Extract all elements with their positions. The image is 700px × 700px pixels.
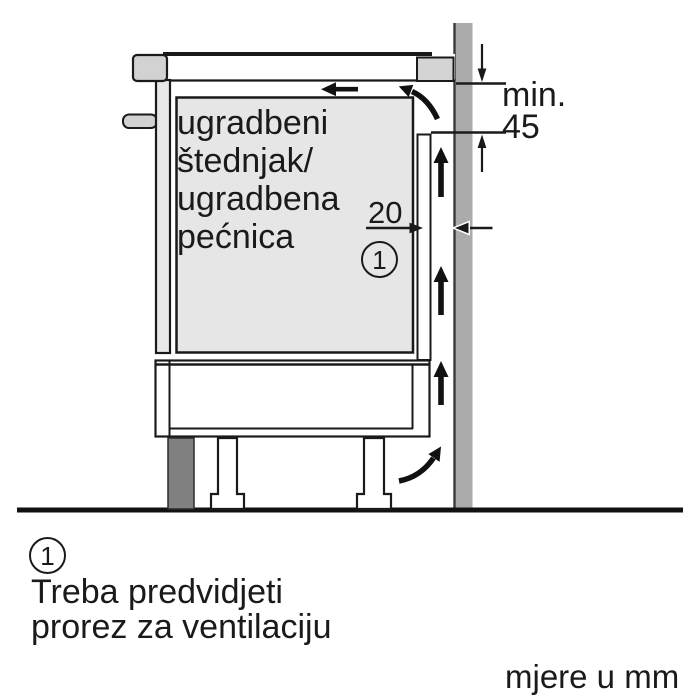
airflow-up-arrow-bottom — [433, 361, 449, 405]
callout-1-marker: 1 — [361, 241, 398, 278]
footnote-text: Treba predvidjeti prorez za ventilaciju — [31, 573, 332, 646]
oven-box — [175, 96, 415, 354]
base-unit — [154, 359, 431, 438]
dim-20-left-arrow-head — [450, 220, 470, 236]
cabinet-left-wall — [154, 78, 172, 355]
dim-min-prefix: min. — [502, 76, 567, 114]
airflow-curved-arrow-top — [410, 88, 440, 121]
dim-min45-down-arrow-head — [477, 68, 487, 82]
floor-line — [17, 507, 683, 513]
airflow-curved-arrow-bottom — [398, 456, 436, 484]
units-note: mjere u mm — [505, 658, 680, 695]
airflow-up-arrow-middle — [433, 266, 449, 315]
dim-min45-up-arrow-head — [477, 134, 487, 148]
appliance-label: ugradbeni štednjak/ ugradbena pećnica — [177, 104, 340, 256]
dim-20-value: 20 — [368, 195, 403, 230]
rear-panel-strip — [416, 133, 432, 361]
right-leg — [355, 436, 393, 511]
airflow-up-arrow-top — [433, 147, 449, 197]
hob-front-trim — [131, 53, 169, 83]
airflow-curved-arrow-top-head — [398, 84, 414, 98]
airflow-left-arrow — [321, 82, 358, 97]
airflow-curved-arrow-bottom-head — [428, 446, 441, 462]
countertop-rear-block — [416, 56, 455, 82]
cabinet-handle — [122, 113, 158, 129]
dim-min-value: 45 — [502, 108, 540, 146]
footnote-1-marker: 1 — [29, 537, 66, 574]
left-leg — [209, 436, 246, 511]
countertop — [163, 54, 455, 81]
plinth — [167, 437, 195, 510]
wall — [453, 23, 473, 509]
dim-20-right-arrow-head — [409, 222, 423, 234]
